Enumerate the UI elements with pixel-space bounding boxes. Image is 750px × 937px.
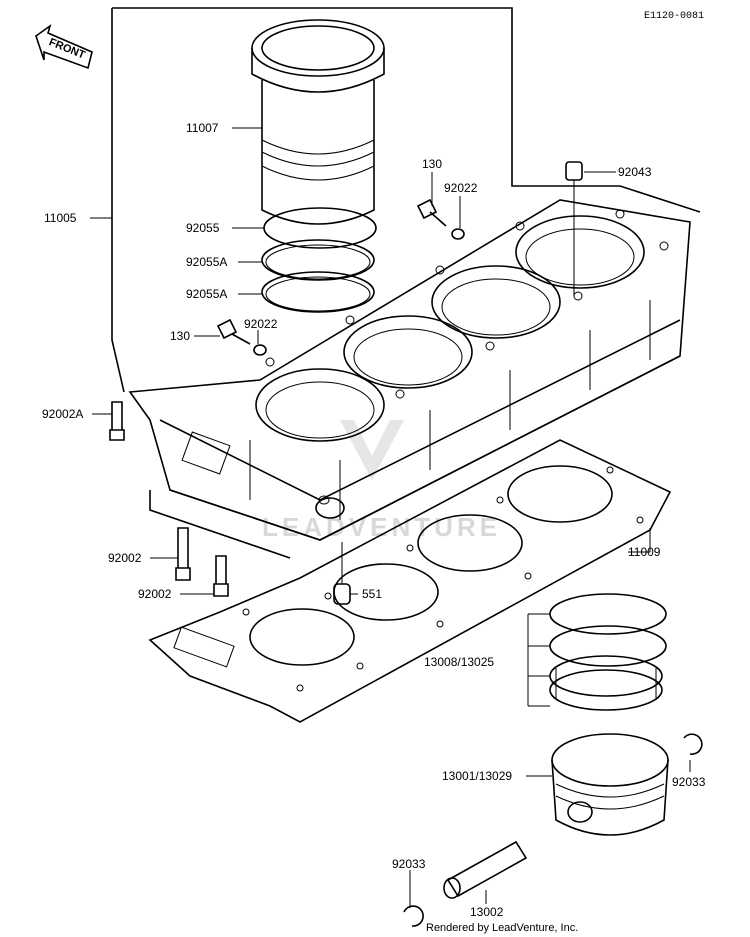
label-130-mid: 130: [170, 329, 190, 343]
label-13001-13029: 13001/13029: [442, 769, 512, 783]
label-551: 551: [362, 587, 382, 601]
bolt-130-top: [416, 198, 447, 227]
cylinder-liner: [251, 19, 385, 225]
label-11007: 11007: [186, 121, 219, 135]
label-92033-right: 92033: [672, 775, 706, 789]
cylinder-block: [128, 199, 691, 541]
footer-credit: Rendered by LeadVenture, Inc.: [426, 922, 578, 934]
front-label: FRONT: [47, 36, 87, 61]
label-11009: 11009: [628, 545, 661, 559]
piston: [551, 733, 669, 836]
label-13008-13025: 13008/13025: [424, 655, 494, 669]
o-ring-92055a-lower: [261, 271, 375, 313]
leader-lines: [90, 127, 691, 908]
washer-92022-mid: [253, 344, 267, 356]
front-arrow-icon: FRONT: [35, 24, 93, 70]
bolt-92002a: [109, 401, 125, 441]
piston-pin: [443, 840, 528, 899]
label-11005: 11005: [44, 211, 77, 225]
label-92055a-upper: 92055A: [186, 255, 227, 269]
circlip-92033-right: [683, 733, 703, 755]
label-92043: 92043: [618, 165, 652, 179]
label-13002: 13002: [470, 905, 504, 919]
reference-code: E1120-0081: [644, 11, 704, 22]
washer-92022-top: [451, 228, 465, 240]
label-92022-top: 92022: [444, 181, 478, 195]
label-92002a: 92002A: [42, 407, 83, 421]
dowel-92043: [565, 161, 583, 296]
bolt-92002-left: [175, 527, 191, 581]
label-92002-right: 92002: [138, 587, 172, 601]
label-92055a-lower: 92055A: [186, 287, 227, 301]
label-130-top: 130: [422, 157, 442, 171]
o-ring-92055a-upper: [261, 239, 375, 281]
assembly-outline: [111, 7, 701, 559]
label-92033-left: 92033: [392, 857, 426, 871]
label-92022-mid: 92022: [244, 317, 278, 331]
circlip-92033-left: [403, 905, 424, 927]
head-gasket: [148, 439, 672, 723]
label-92055: 92055: [186, 221, 220, 235]
watermark-text: LEADVENTURE: [262, 512, 501, 542]
piston-ring-set: [549, 593, 667, 711]
bolt-92002-right: [213, 555, 229, 597]
o-ring-92055: [263, 207, 377, 249]
bolt-130-mid: [216, 318, 251, 345]
label-92002-left: 92002: [108, 551, 142, 565]
